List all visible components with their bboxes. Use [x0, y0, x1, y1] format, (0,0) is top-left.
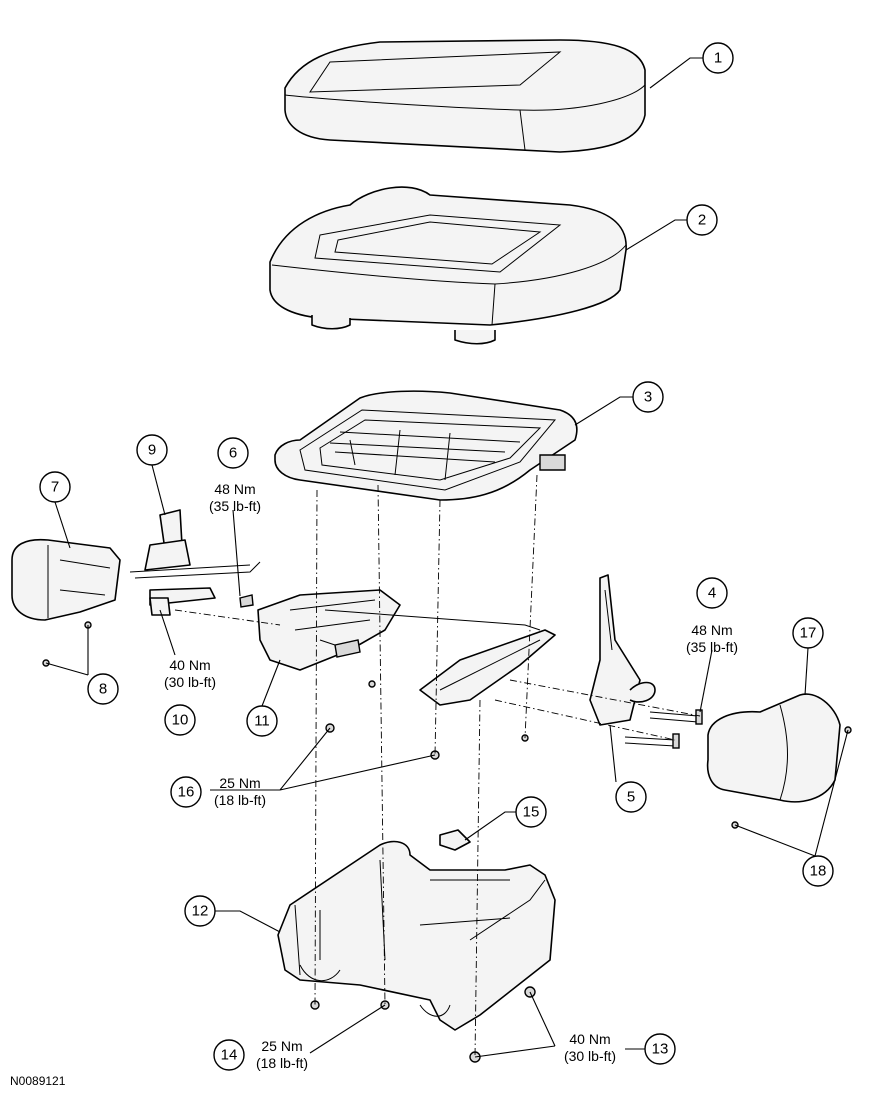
- callout-11: 11: [246, 705, 278, 737]
- bolt-5-lower: [624, 736, 676, 747]
- callout-18: 18: [802, 855, 834, 887]
- svg-text:9: 9: [148, 442, 156, 459]
- callout-12: 12: [184, 895, 216, 927]
- torque-14-imperial: (18 lb-ft): [256, 1055, 308, 1071]
- bolt-6: [239, 594, 254, 608]
- seat-cushion-frame: [274, 390, 578, 501]
- torque-10-imperial: (30 lb-ft): [164, 674, 216, 690]
- svg-text:7: 7: [51, 479, 59, 496]
- alignment-lines: [174, 474, 701, 1058]
- torque-13-imperial: (30 lb-ft): [564, 1048, 616, 1064]
- callout-13: 13: [644, 1033, 676, 1065]
- svg-text:1: 1: [714, 50, 722, 67]
- svg-text:17: 17: [800, 625, 817, 642]
- callouts: 1 2 3 4 5 6 7 8 9 10 11 12 13 14 15 16 1…: [39, 42, 834, 1071]
- svg-text:14: 14: [221, 1047, 238, 1064]
- callout-14: 14: [213, 1039, 245, 1071]
- seat-riser-base: [277, 840, 556, 1031]
- callout-10: 10: [164, 704, 196, 736]
- bolt-11: [368, 680, 376, 688]
- seat-belt-buckle-harness: [129, 509, 261, 616]
- svg-text:15: 15: [523, 804, 540, 821]
- seat-cushion-pad: [269, 186, 627, 345]
- svg-text:8: 8: [99, 681, 107, 698]
- callout-3: 3: [632, 381, 664, 413]
- svg-text:16: 16: [178, 784, 195, 801]
- svg-text:5: 5: [627, 789, 635, 806]
- callout-2: 2: [686, 204, 718, 236]
- torque-16-metric: 25 Nm: [219, 775, 260, 791]
- callout-5: 5: [615, 781, 647, 813]
- inboard-shield-right: [706, 693, 841, 803]
- track-bracket-inboard: [257, 589, 401, 671]
- svg-text:3: 3: [644, 389, 652, 406]
- callout-1: 1: [702, 42, 734, 74]
- figure-id: N0089121: [10, 1074, 66, 1088]
- seat-track-right: [324, 609, 556, 706]
- callout-17: 17: [792, 617, 824, 649]
- torque-14-metric: 25 Nm: [261, 1038, 302, 1054]
- torque-6-metric: 48 Nm: [214, 481, 255, 497]
- callout-16: 16: [170, 776, 202, 808]
- torque-4-imperial: (35 lb-ft): [686, 639, 738, 655]
- outboard-shield-left: [11, 538, 121, 621]
- svg-text:4: 4: [708, 585, 716, 602]
- torque-4-metric: 48 Nm: [691, 622, 732, 638]
- torque-13-metric: 40 Nm: [569, 1031, 610, 1047]
- svg-text:2: 2: [698, 212, 706, 229]
- bolt-5-lower-head: [672, 733, 680, 749]
- seat-cushion-cover: [284, 39, 646, 153]
- torque-16-imperial: (18 lb-ft): [214, 792, 266, 808]
- recliner-outboard: [589, 574, 656, 726]
- callout-6: 6: [217, 437, 249, 469]
- svg-text:13: 13: [652, 1041, 669, 1058]
- callout-4: 4: [696, 577, 728, 609]
- svg-text:10: 10: [172, 712, 189, 729]
- torque-10-metric: 40 Nm: [169, 657, 210, 673]
- leader-lines: [45, 57, 849, 1058]
- svg-text:11: 11: [254, 713, 270, 730]
- torque-specs: 48 Nm (35 lb-ft) 48 Nm (35 lb-ft) 40 Nm …: [164, 481, 738, 1071]
- callout-8: 8: [87, 673, 119, 705]
- bolt-4: [649, 711, 699, 723]
- fasteners: [42, 594, 852, 1063]
- svg-text:12: 12: [192, 903, 209, 920]
- torque-6-imperial: (35 lb-ft): [209, 498, 261, 514]
- callout-15: 15: [515, 796, 547, 828]
- callout-7: 7: [39, 471, 71, 503]
- clip: [439, 829, 471, 851]
- svg-text:6: 6: [229, 445, 237, 462]
- svg-text:18: 18: [810, 863, 827, 880]
- bolt-4-head: [695, 709, 703, 725]
- callout-9: 9: [136, 434, 168, 466]
